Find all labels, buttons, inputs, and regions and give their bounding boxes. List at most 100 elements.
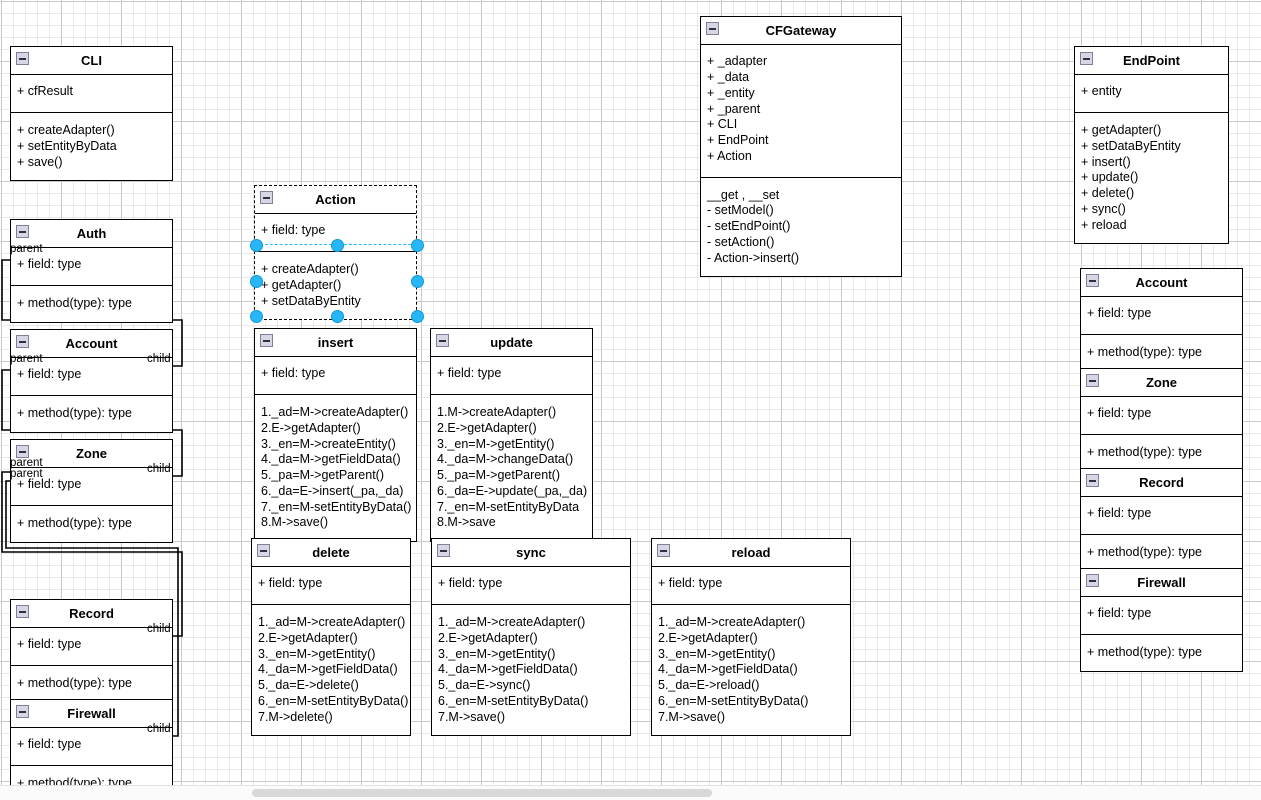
resize-handle-2[interactable] bbox=[410, 238, 424, 252]
operations-compartment-cfgateway[interactable]: __get , __set- setModel()- setEndPoint()… bbox=[701, 176, 901, 277]
resize-handle-1[interactable] bbox=[330, 238, 344, 252]
class-header-endpoint[interactable]: EndPoint bbox=[1075, 47, 1228, 76]
operations-compartment-firewall-right[interactable]: + method(type): type bbox=[1081, 634, 1242, 671]
uml-class-zone-left[interactable]: Zone+ field: type+ method(type): type bbox=[10, 439, 173, 543]
operations-compartment-action[interactable]: + createAdapter()+ getAdapter()+ setData… bbox=[255, 251, 416, 320]
class-header-sync[interactable]: sync bbox=[432, 539, 630, 568]
collapse-minus-icon[interactable] bbox=[260, 191, 273, 204]
attributes-compartment-record-left[interactable]: + field: type bbox=[11, 628, 172, 666]
attributes-compartment-cfgateway[interactable]: + _adapter+ _data+ _entity+ _parent+ CLI… bbox=[701, 45, 901, 177]
attributes-compartment-cli[interactable]: + cfResult bbox=[11, 75, 172, 113]
horizontal-scrollbar[interactable] bbox=[0, 785, 1261, 800]
resize-handle-6[interactable] bbox=[330, 309, 344, 323]
operations-compartment-update[interactable]: 1.M->createAdapter()2.E->getAdapter()3._… bbox=[431, 394, 592, 542]
operations-compartment-delete[interactable]: 1._ad=M->createAdapter()2.E->getAdapter(… bbox=[252, 604, 410, 736]
uml-class-account-right[interactable]: Account+ field: type+ method(type): type bbox=[1080, 268, 1243, 372]
collapse-minus-icon[interactable] bbox=[16, 335, 29, 348]
resize-handle-0[interactable] bbox=[249, 238, 263, 252]
collapse-minus-icon[interactable] bbox=[1086, 574, 1099, 587]
class-header-zone-left[interactable]: Zone bbox=[11, 440, 172, 469]
attributes-compartment-firewall-right[interactable]: + field: type bbox=[1081, 597, 1242, 635]
attributes-compartment-update[interactable]: + field: type bbox=[431, 357, 592, 395]
uml-class-cfgateway[interactable]: CFGateway+ _adapter+ _data+ _entity+ _pa… bbox=[700, 16, 902, 278]
collapse-minus-icon[interactable] bbox=[1086, 374, 1099, 387]
class-header-record-left[interactable]: Record bbox=[11, 600, 172, 629]
operations-compartment-zone-left[interactable]: + method(type): type bbox=[11, 505, 172, 542]
class-header-record-right[interactable]: Record bbox=[1081, 469, 1242, 498]
class-header-account-left[interactable]: Account bbox=[11, 330, 172, 359]
collapse-minus-icon[interactable] bbox=[1086, 474, 1099, 487]
operations-compartment-insert[interactable]: 1._ad=M->createAdapter()2.E->getAdapter(… bbox=[255, 394, 416, 542]
class-header-cli[interactable]: CLI bbox=[11, 47, 172, 76]
operations-compartment-account-right[interactable]: + method(type): type bbox=[1081, 334, 1242, 371]
collapse-minus-icon[interactable] bbox=[436, 334, 449, 347]
collapse-minus-icon[interactable] bbox=[1086, 274, 1099, 287]
uml-class-auth[interactable]: Auth+ field: type+ method(type): type bbox=[10, 219, 173, 323]
collapse-minus-icon[interactable] bbox=[16, 225, 29, 238]
attributes-compartment-firewall-left[interactable]: + field: type bbox=[11, 728, 172, 766]
operations-compartment-reload[interactable]: 1._ad=M->createAdapter()2.E->getAdapter(… bbox=[652, 604, 850, 736]
collapse-minus-icon[interactable] bbox=[706, 22, 719, 35]
operations-compartment-zone-right[interactable]: + method(type): type bbox=[1081, 434, 1242, 471]
attributes-compartment-zone-right[interactable]: + field: type bbox=[1081, 397, 1242, 435]
operations-compartment-record-right[interactable]: + method(type): type bbox=[1081, 534, 1242, 571]
operations-compartment-auth[interactable]: + method(type): type bbox=[11, 285, 172, 322]
class-header-auth[interactable]: Auth bbox=[11, 220, 172, 249]
collapse-minus-icon[interactable] bbox=[437, 544, 450, 557]
uml-class-action[interactable]: Action+ field: type+ createAdapter()+ ge… bbox=[254, 185, 417, 321]
uml-class-record-left[interactable]: Record+ field: type+ method(type): type bbox=[10, 599, 173, 703]
class-header-firewall-left[interactable]: Firewall bbox=[11, 700, 172, 729]
class-header-reload[interactable]: reload bbox=[652, 539, 850, 568]
attributes-compartment-insert[interactable]: + field: type bbox=[255, 357, 416, 395]
uml-class-record-right[interactable]: Record+ field: type+ method(type): type bbox=[1080, 468, 1243, 572]
operations-compartment-endpoint[interactable]: + getAdapter()+ setDataByEntity+ insert(… bbox=[1075, 112, 1228, 244]
uml-class-firewall-left[interactable]: Firewall+ field: type+ method(type): typ… bbox=[10, 699, 173, 800]
operations-compartment-cli[interactable]: + createAdapter()+ setEntityByData+ save… bbox=[11, 112, 172, 181]
attribute-row: + field: type bbox=[437, 366, 502, 381]
uml-class-update[interactable]: update + field: type 1.M->createAdapter()2… bbox=[430, 328, 593, 543]
collapse-minus-icon[interactable] bbox=[16, 52, 29, 65]
attributes-compartment-account-right[interactable]: + field: type bbox=[1081, 297, 1242, 335]
class-header-delete[interactable]: delete bbox=[252, 539, 410, 568]
uml-class-endpoint[interactable]: EndPoint+ entity+ getAdapter()+ setDataB… bbox=[1074, 46, 1229, 245]
operations-compartment-record-left[interactable]: + method(type): type bbox=[11, 665, 172, 702]
scrollbar-thumb[interactable] bbox=[252, 789, 712, 797]
collapse-minus-icon[interactable] bbox=[16, 605, 29, 618]
attributes-compartment-reload[interactable]: + field: type bbox=[652, 567, 850, 605]
uml-class-firewall-right[interactable]: Firewall+ field: type+ method(type): typ… bbox=[1080, 568, 1243, 672]
uml-class-account-left[interactable]: Account+ field: type+ method(type): type bbox=[10, 329, 173, 433]
attributes-compartment-auth[interactable]: + field: type bbox=[11, 248, 172, 286]
resize-handle-5[interactable] bbox=[249, 309, 263, 323]
operations-compartment-account-left[interactable]: + method(type): type bbox=[11, 395, 172, 432]
collapse-minus-icon[interactable] bbox=[257, 544, 270, 557]
collapse-minus-icon[interactable] bbox=[16, 445, 29, 458]
collapse-minus-icon[interactable] bbox=[1080, 52, 1093, 65]
class-header-update[interactable]: update bbox=[431, 329, 592, 358]
collapse-minus-icon[interactable] bbox=[16, 705, 29, 718]
class-header-zone-right[interactable]: Zone bbox=[1081, 369, 1242, 398]
resize-handle-7[interactable] bbox=[410, 309, 424, 323]
attributes-compartment-sync[interactable]: + field: type bbox=[432, 567, 630, 605]
collapse-minus-icon[interactable] bbox=[657, 544, 670, 557]
class-header-action[interactable]: Action bbox=[255, 186, 416, 215]
class-header-account-right[interactable]: Account bbox=[1081, 269, 1242, 298]
attributes-compartment-account-left[interactable]: + field: type bbox=[11, 358, 172, 396]
class-header-cfgateway[interactable]: CFGateway bbox=[701, 17, 901, 46]
collapse-minus-icon[interactable] bbox=[260, 334, 273, 347]
attributes-compartment-endpoint[interactable]: + entity bbox=[1075, 75, 1228, 113]
uml-class-zone-right[interactable]: Zone+ field: type+ method(type): type bbox=[1080, 368, 1243, 472]
attributes-compartment-record-right[interactable]: + field: type bbox=[1081, 497, 1242, 535]
class-header-firewall-right[interactable]: Firewall bbox=[1081, 569, 1242, 598]
resize-handle-4[interactable] bbox=[410, 274, 424, 288]
attributes-compartment-zone-left[interactable]: + field: type bbox=[11, 468, 172, 506]
operations-compartment-sync[interactable]: 1._ad=M->createAdapter()2.E->getAdapter(… bbox=[432, 604, 630, 736]
resize-handle-3[interactable] bbox=[249, 274, 263, 288]
attributes-compartment-delete[interactable]: + field: type bbox=[252, 567, 410, 605]
uml-class-cli[interactable]: CLI+ cfResult+ createAdapter()+ setEntit… bbox=[10, 46, 173, 182]
class-header-insert[interactable]: insert bbox=[255, 329, 416, 358]
